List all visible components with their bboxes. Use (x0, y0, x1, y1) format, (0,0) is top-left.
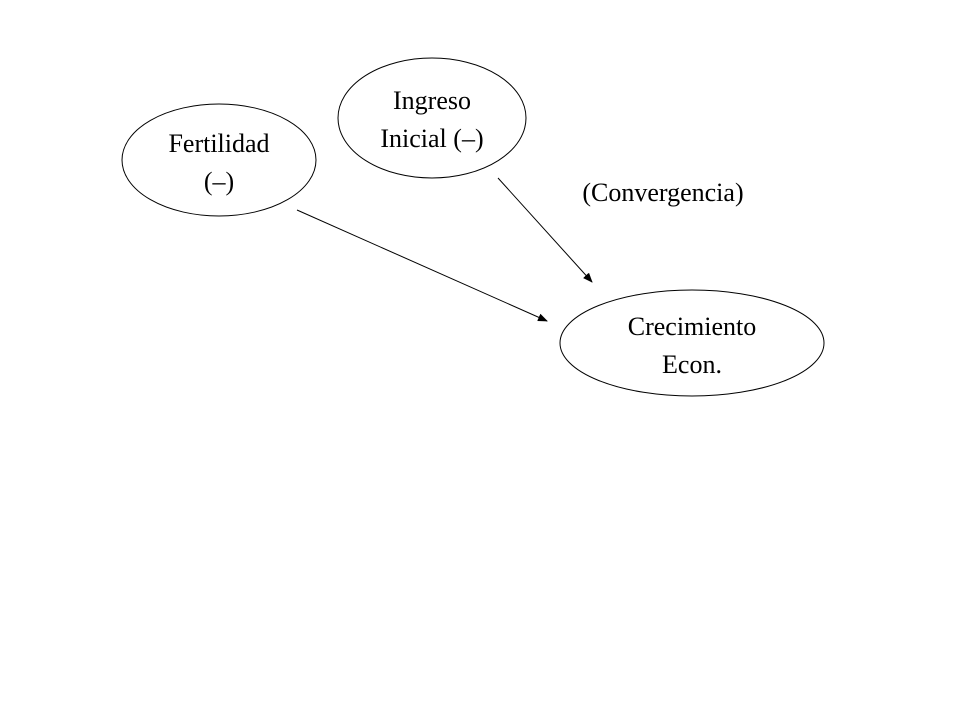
node-crecimiento-econ-label-line1: Crecimiento (628, 312, 757, 341)
node-crecimiento-econ-shape (559, 289, 825, 397)
node-ingreso-inicial-shape (337, 57, 527, 179)
node-ingreso-inicial-label-line2: Inicial (–) (380, 124, 483, 153)
node-fertilidad: Fertilidad (–) (121, 103, 317, 217)
node-crecimiento-econ: Crecimiento Econ. (559, 289, 825, 397)
edge-fertilidad-to-crecimiento (296, 209, 548, 322)
node-fertilidad-label-line1: Fertilidad (168, 129, 269, 158)
node-ingreso-inicial-label-line1: Ingreso (393, 86, 471, 115)
node-fertilidad-label-line2: (–) (204, 167, 234, 196)
node-crecimiento-econ-label-line2: Econ. (662, 350, 722, 379)
node-fertilidad-shape (121, 103, 317, 217)
node-ingreso-inicial: Ingreso Inicial (–) (337, 57, 527, 179)
annotation-convergencia: (Convergencia) (582, 178, 743, 207)
edge-ingreso-to-crecimiento (497, 177, 593, 283)
